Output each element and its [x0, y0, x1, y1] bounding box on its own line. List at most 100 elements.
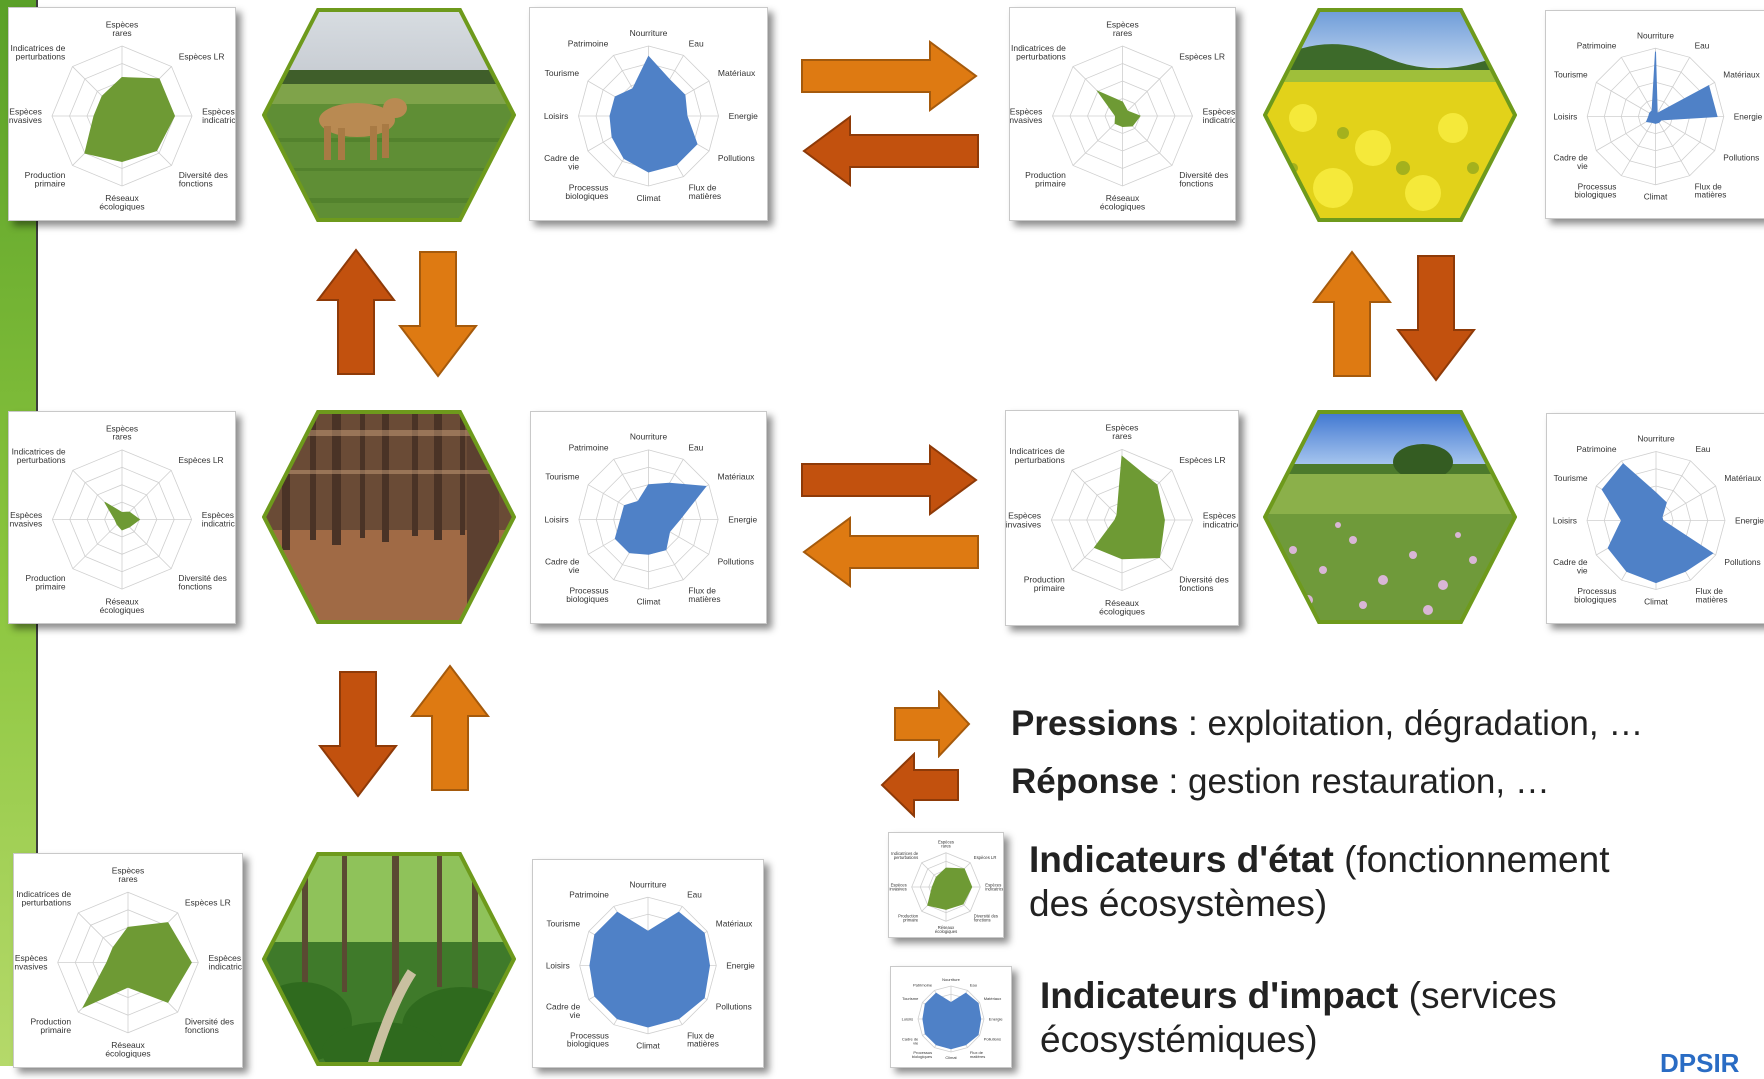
axis-label: Eau: [689, 39, 704, 49]
reponse-arrow-left-row2: [802, 516, 979, 588]
dpsir-brand: DPSIR: [1660, 1048, 1740, 1078]
axis-label: Energie: [726, 960, 755, 970]
reponse-arrow-up-right1: [1312, 250, 1392, 377]
impact-indicator-area: [614, 482, 707, 555]
legend-reponse: Réponse : gestion restauration, …: [1011, 762, 1550, 802]
axis-label: Espèces LR: [974, 855, 997, 860]
axis-label: Tourisme: [545, 472, 579, 482]
axis-label: Loisirs: [1553, 515, 1577, 525]
axis-label: Energie: [989, 1016, 1004, 1021]
axis-label: Nourriture: [630, 28, 668, 38]
axis-label: Tourisme: [545, 68, 580, 78]
pression-arrow-right-row2: [801, 444, 978, 516]
impact-indicator-area: [922, 992, 982, 1050]
legend-pression-arrow: [894, 690, 971, 758]
axis-label: Pollutions: [1723, 153, 1759, 163]
axis-label: Loisirs: [902, 1016, 914, 1021]
pression-arrow-down-left2: [318, 671, 398, 798]
axis-label: Patrimoine: [569, 890, 609, 900]
legend-impact-text2: écosystémiques): [1040, 1019, 1318, 1060]
state-indicator-area: [84, 76, 176, 163]
axis-label: Patrimoine: [568, 39, 609, 49]
axis-label: Nourriture: [1637, 434, 1675, 444]
axis-label: Climat: [637, 596, 661, 606]
axis-label: Nourriture: [630, 432, 668, 442]
legend-reponse-arrow: [880, 752, 959, 818]
axis-label: Eau: [970, 982, 977, 987]
axis-label: Espèces LR: [185, 898, 231, 908]
axis-label: Matériaux: [1724, 473, 1762, 483]
axis-label: Pollutions: [718, 557, 754, 567]
axis-label: Matériaux: [716, 918, 753, 928]
pression-arrow-down-right1: [1396, 255, 1476, 382]
impact-indicator-area: [589, 911, 711, 1028]
legend-pressions: Pressions : exploitation, dégradation, …: [1011, 704, 1643, 744]
axis-label: Pollutions: [716, 1002, 752, 1012]
axis-label: Tourisme: [1554, 69, 1588, 79]
axis-label: Loisirs: [1553, 111, 1577, 121]
axis-label: Espèces LR: [1179, 51, 1225, 61]
reponse-arrow-up-left2: [410, 664, 490, 791]
axis-label: Espèces LR: [1179, 455, 1225, 465]
axis-label: Patrimoine: [569, 442, 609, 452]
axis-label: Patrimoine: [1576, 444, 1616, 454]
axis-label: Energie: [729, 111, 759, 121]
deciduous-forest-photo: [262, 852, 516, 1066]
conifer-plantation-photo: [262, 410, 516, 624]
axis-label: Climat: [636, 1041, 660, 1051]
axis-label: Eau: [687, 890, 702, 900]
axis-label: Climat: [636, 193, 661, 203]
axis-label: Espèces LR: [179, 51, 225, 61]
axis-label: Nourriture: [630, 879, 667, 889]
axis-label: Energie: [1735, 515, 1764, 525]
axis-label: Eau: [1695, 41, 1710, 51]
axis-label: Eau: [1696, 444, 1711, 454]
state-indicator-area: [1093, 455, 1165, 560]
axis-label: Matériaux: [984, 996, 1002, 1001]
wet-meadow-photo: [1263, 410, 1517, 624]
axis-label: Tourisme: [547, 918, 581, 928]
axis-label: Matériaux: [1723, 69, 1760, 79]
impact-indicator-area: [1645, 51, 1718, 124]
legend-reponse-title: Réponse: [1011, 762, 1159, 801]
axis-label: Eau: [688, 442, 703, 452]
